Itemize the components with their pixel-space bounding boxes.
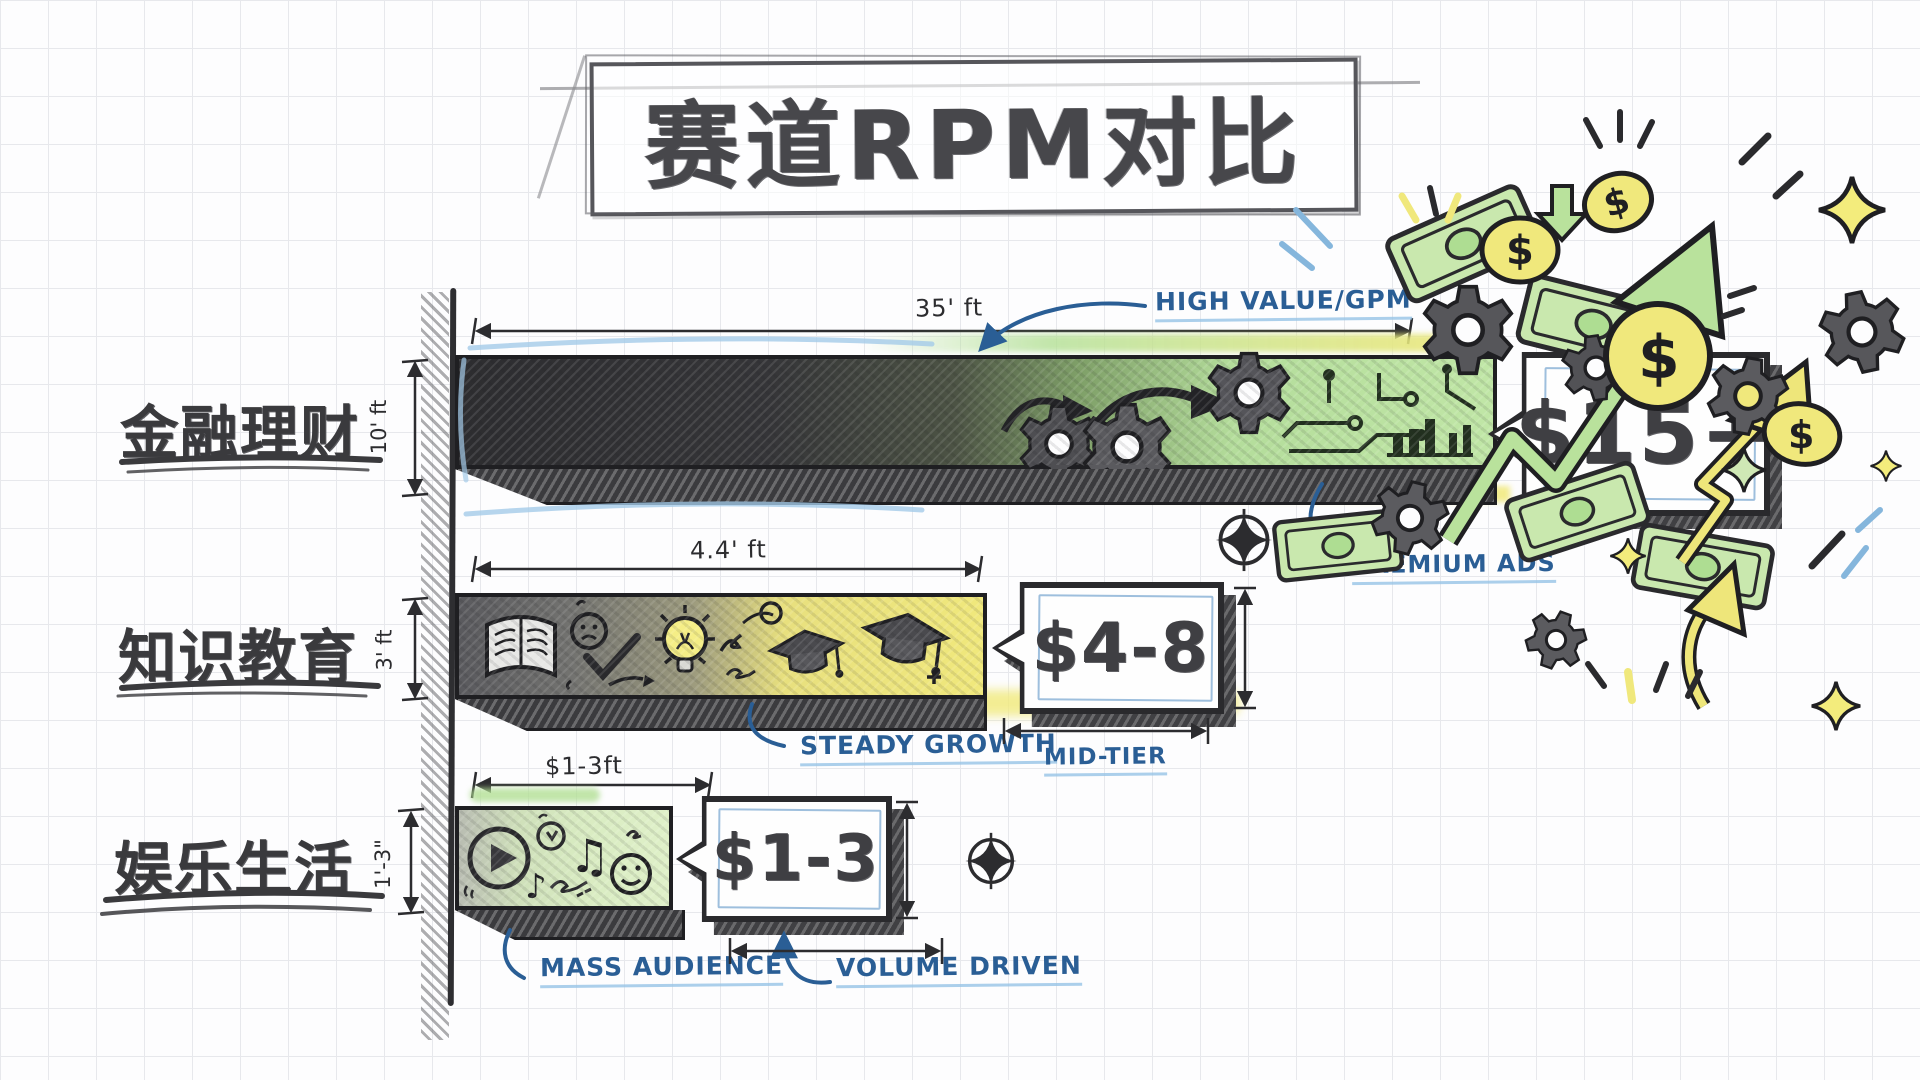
play-button-icon	[463, 826, 531, 899]
dim-volume-driven	[728, 938, 944, 964]
squiggle-icon	[725, 668, 756, 680]
plus-mark	[927, 670, 941, 684]
down-arrow-icon	[1533, 184, 1591, 243]
title-sketch-slash	[536, 55, 587, 199]
curved-arrow-icon	[1063, 395, 1093, 423]
squiggle-icon	[719, 633, 743, 652]
gear-icon	[1425, 287, 1511, 373]
category-underline	[119, 454, 383, 474]
svg-text:$: $	[1506, 228, 1534, 274]
callout-high-value-arrow	[978, 301, 1147, 353]
value-entertainment: $1-3	[711, 822, 880, 896]
tag-fill	[682, 802, 886, 916]
clock-icon	[536, 813, 566, 851]
callout-mass-audience-arrow	[502, 928, 526, 980]
dim-height-label-1: 10' ft	[367, 399, 392, 455]
category-label-education: 知识教育	[118, 623, 359, 691]
tag-fill	[998, 588, 1218, 708]
dim-height-label-3: 1'-3"	[370, 839, 395, 889]
gear-icon	[1815, 285, 1909, 379]
coin-icon: $	[1761, 401, 1843, 467]
mini-bar-chart-icon	[1387, 419, 1473, 457]
bar-entertainment: ♫ ♪	[455, 806, 673, 910]
lightbulb-icon	[655, 605, 715, 673]
dim-height-line-2	[401, 596, 429, 702]
up-arrow-icon	[1681, 558, 1748, 710]
starburst-icon	[1398, 185, 1462, 224]
dash-mark	[1721, 285, 1757, 319]
value-tag-education: $4-8	[992, 582, 1236, 727]
music-note-icon: ♪	[525, 867, 547, 907]
bar-finance	[455, 355, 1497, 469]
decoration-cluster: $ $ $ $	[1240, 109, 1920, 732]
coin-icon: $	[1582, 170, 1654, 234]
dim-height-line-3	[397, 807, 425, 916]
svg-text:$: $	[1788, 413, 1814, 457]
bar-entertainment-side	[455, 910, 685, 940]
axis-hatching	[421, 292, 449, 1040]
graduation-cap-icon	[858, 607, 951, 679]
coin-icon: $	[1479, 215, 1561, 285]
starburst-icon	[1279, 207, 1333, 271]
highlight-scribble	[470, 788, 600, 802]
page-title: 赛道RPM对比	[644, 88, 1305, 203]
highlight-scribble	[860, 334, 1500, 352]
bar-finance-side	[455, 469, 1497, 505]
sparkle-icon	[1810, 680, 1862, 732]
coin-icon: $	[1603, 301, 1713, 411]
bar-education-side	[455, 699, 987, 731]
starburst-icon	[1583, 109, 1655, 149]
curved-arrow-icon	[1191, 385, 1231, 419]
starburst-icon	[1585, 661, 1703, 704]
svg-text:$: $	[1638, 323, 1680, 393]
sparkle-icon	[1819, 177, 1885, 243]
bar-finance-art	[1000, 359, 1477, 465]
sketch-accent-blue	[457, 336, 935, 517]
category-underline	[116, 679, 381, 698]
graduation-cap-icon	[767, 625, 848, 687]
callout-mid-tier: MID-TIER	[1043, 743, 1167, 777]
squiggle-icon	[625, 829, 642, 840]
squiggle-icon	[549, 880, 592, 898]
starburst-icon	[1738, 132, 1804, 200]
music-note-icon: ♫	[569, 829, 610, 883]
face-check-icon	[565, 599, 655, 691]
callout-steady-growth-arrow	[747, 702, 786, 748]
gear-icon	[1518, 602, 1594, 678]
value-education: $4-8	[1031, 608, 1210, 688]
bar-education	[455, 593, 987, 699]
dim-height-line-1	[401, 358, 429, 498]
category-underline	[100, 889, 385, 916]
compass-icon	[963, 832, 1019, 890]
smiley-icon	[610, 853, 652, 895]
callout-volume-driven: VOLUME DRIVEN	[835, 950, 1082, 989]
bar-entertainment-art: ♫ ♪	[463, 813, 652, 907]
open-book-icon	[485, 615, 557, 679]
starburst-icon	[1808, 507, 1883, 579]
dim-length-line-2	[470, 555, 984, 583]
dim-tag-height-2	[1234, 586, 1256, 710]
sparkle-icon	[1869, 449, 1903, 483]
value-tag-entertainment: $1-3	[676, 796, 904, 935]
dim-mid-tier	[1002, 718, 1210, 744]
dim-height-label-2: 3' ft	[372, 629, 397, 671]
bar-education-art	[485, 599, 951, 691]
dim-tag-height-3	[896, 800, 918, 920]
